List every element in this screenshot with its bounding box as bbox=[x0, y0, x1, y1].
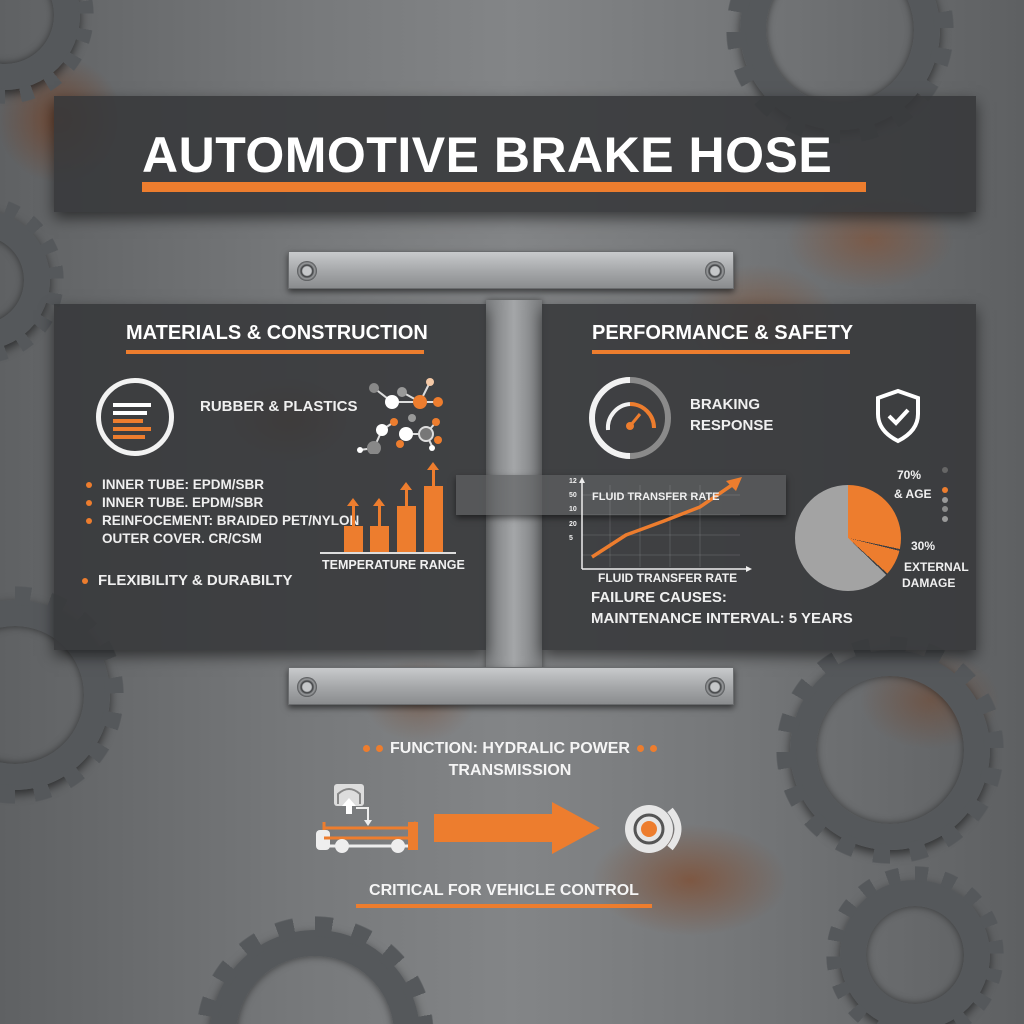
legend-dot bbox=[942, 497, 948, 503]
bar bbox=[397, 482, 416, 552]
hose-layers-icon bbox=[96, 378, 174, 456]
line-chart-title: FLUID TRANSFER RATE bbox=[592, 491, 720, 503]
master-cylinder-icon bbox=[316, 784, 418, 853]
orange-dot bbox=[375, 745, 383, 753]
materials-panel: MATERIALS & CONSTRUCTION RUBBER & PLASTI… bbox=[54, 304, 486, 650]
rubber-plastics-label: RUBBER & PLASTICS bbox=[200, 398, 358, 415]
molecule-icon bbox=[357, 378, 443, 454]
orange-dot bbox=[637, 745, 645, 753]
critical-label: CRITICAL FOR VEHICLE CONTROL bbox=[369, 882, 639, 899]
temperature-range-label: TEMPERATURE RANGE bbox=[322, 558, 465, 572]
materials-title: MATERIALS & CONSTRUCTION bbox=[126, 322, 428, 344]
speedometer-icon bbox=[589, 377, 671, 459]
legend-dot bbox=[942, 487, 948, 493]
gear-decoration-bottom bbox=[210, 930, 420, 1024]
braking-response-label-1: BRAKING bbox=[690, 396, 760, 413]
bar bbox=[370, 498, 389, 552]
bolt-icon bbox=[705, 677, 725, 697]
gear-decoration-left bbox=[0, 210, 50, 350]
list-item: INNER TUBE. EPDM/SBR bbox=[84, 494, 359, 512]
pie-age-pct: 70% bbox=[897, 468, 922, 482]
bar-baseline bbox=[320, 552, 456, 554]
orange-dot bbox=[650, 745, 658, 753]
page-title: AUTOMOTIVE BRAKE HOSE bbox=[142, 127, 833, 183]
property-list: FLEXIBILITY & DURABILTY bbox=[80, 572, 292, 590]
legend-dot bbox=[942, 516, 948, 522]
performance-underline bbox=[592, 350, 850, 354]
title-underline bbox=[142, 182, 866, 192]
metal-bracket-bottom bbox=[288, 667, 734, 705]
function-text: FUNCTION: HYDRALIC POWER bbox=[390, 740, 630, 757]
gear-decoration-bottom-right bbox=[840, 880, 990, 1024]
y-tick: 20 bbox=[569, 521, 577, 528]
gear-decoration-top-left bbox=[0, 0, 80, 90]
failure-causes-pie-chart bbox=[795, 485, 901, 591]
critical-underline bbox=[356, 904, 652, 908]
bolt-icon bbox=[297, 261, 317, 281]
pie-external-label-1: EXTERNAL bbox=[904, 560, 969, 574]
orange-dot bbox=[362, 745, 370, 753]
list-item: INNER TUBE: EPDM/SBR bbox=[84, 476, 359, 494]
y-tick: 5 bbox=[569, 535, 573, 542]
up-arrow-icon bbox=[400, 482, 412, 506]
fluid-transfer-line-chart bbox=[579, 477, 752, 572]
temperature-bar-chart: TEMPERATURE RANGE bbox=[318, 460, 465, 572]
materials-underline bbox=[126, 350, 424, 354]
brake-disc-icon bbox=[625, 805, 682, 853]
pie-external-label-2: DAMAGE bbox=[902, 576, 956, 590]
title-panel: AUTOMOTIVE BRAKE HOSE bbox=[54, 96, 976, 212]
metal-bracket-top bbox=[288, 251, 734, 289]
bar bbox=[344, 498, 363, 552]
pie-age-label: & AGE bbox=[894, 487, 932, 501]
pie-external-pct: 30% bbox=[911, 539, 936, 553]
y-tick: 10 bbox=[569, 506, 577, 513]
y-tick: 50 bbox=[569, 492, 577, 499]
performance-title: PERFORMANCE & SAFETY bbox=[592, 322, 854, 344]
maintenance-interval: MAINTENANCE INTERVAL: 5 YEARS bbox=[591, 610, 853, 627]
layers-list: INNER TUBE: EPDM/SBR INNER TUBE. EPDM/SB… bbox=[84, 476, 359, 548]
function-line-1: FUNCTION: HYDRALIC POWER bbox=[340, 740, 680, 758]
bar bbox=[424, 462, 443, 552]
list-item: OUTER COVER. CR/CSM bbox=[102, 531, 262, 546]
function-line-2: TRANSMISSION bbox=[448, 762, 572, 779]
legend-dot bbox=[942, 467, 948, 473]
line-chart-xlabel: FLUID TRANSFER RATE bbox=[598, 571, 738, 585]
list-item: FLEXIBILITY & DURABILTY bbox=[80, 572, 292, 590]
list-item: REINFOCEMENT: BRAIDED PET/NYLON bbox=[84, 512, 359, 530]
y-tick: 12 bbox=[569, 478, 577, 485]
bolt-icon bbox=[705, 261, 725, 281]
bolt-icon bbox=[297, 677, 317, 697]
legend-dot bbox=[942, 506, 948, 512]
gear-decoration-right bbox=[790, 650, 990, 850]
up-arrow-icon bbox=[347, 498, 359, 526]
up-arrow-icon bbox=[427, 462, 439, 486]
failure-causes-label: FAILURE CAUSES: bbox=[591, 589, 727, 606]
braking-response-label-2: RESPONSE bbox=[690, 417, 774, 434]
up-arrow-icon bbox=[373, 498, 385, 526]
shield-check-icon bbox=[876, 388, 920, 444]
right-arrow-icon bbox=[434, 802, 600, 854]
